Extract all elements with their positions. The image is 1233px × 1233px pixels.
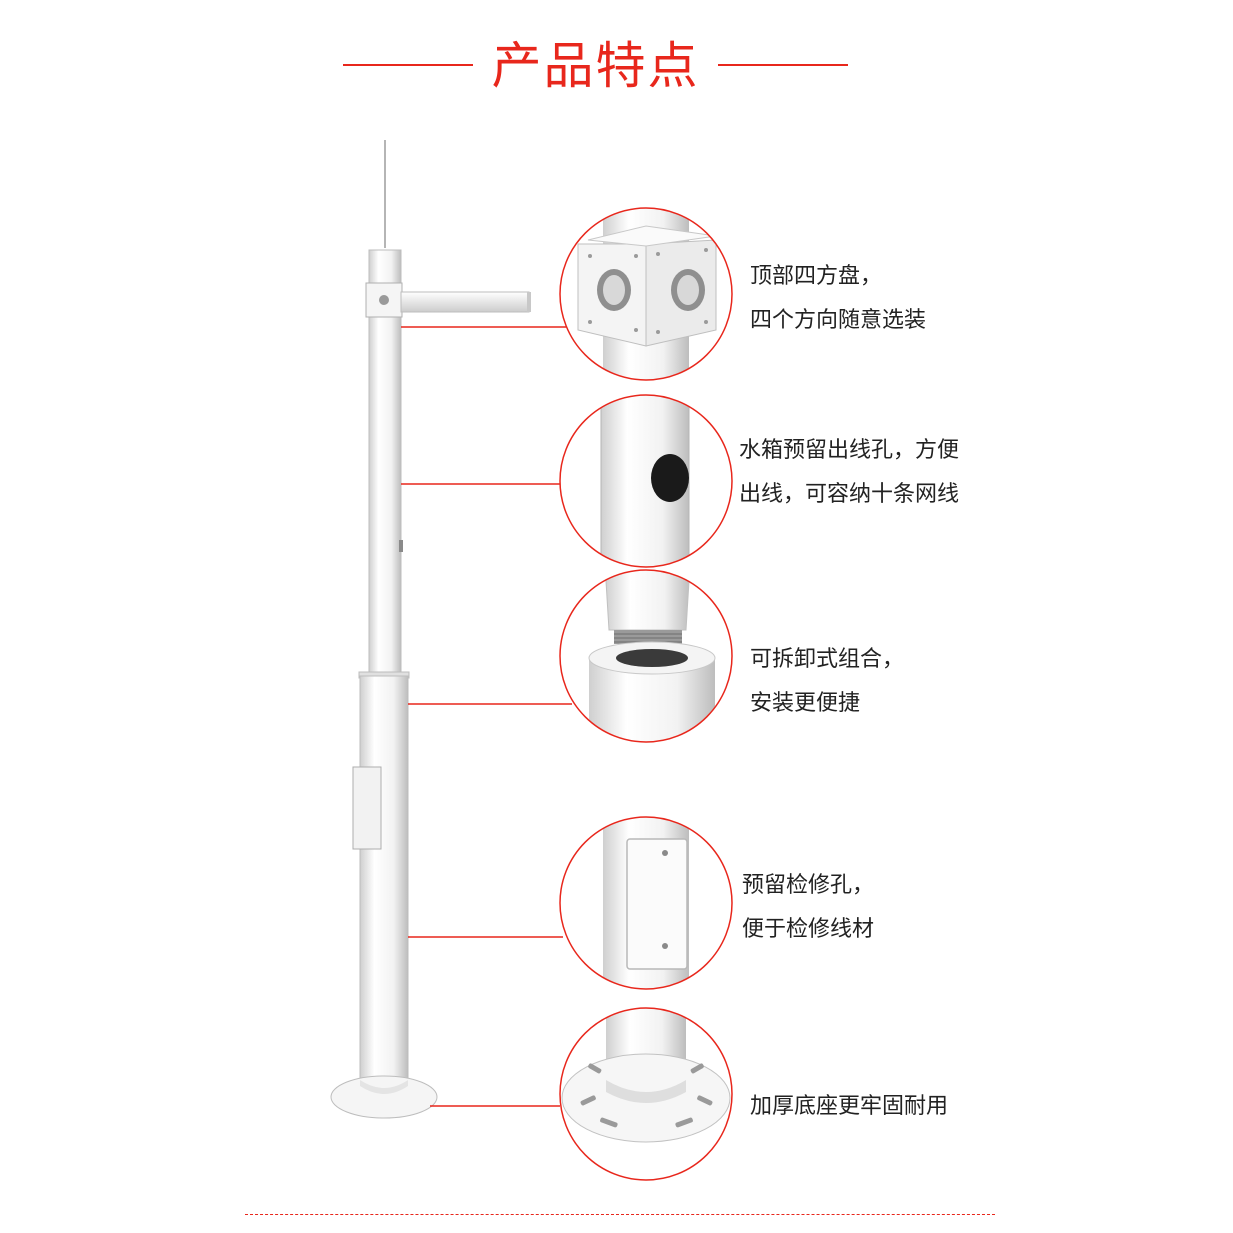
camera-pole [330,140,531,1119]
feature-line: 可拆卸式组合， [750,647,905,672]
inspection-cover-icon [626,838,688,970]
cable-hole-icon [651,454,689,502]
feature-text-top-plate: 顶部四方盘， 四个方向随意选装 [750,255,926,343]
feature-text-outlet-hole: 水箱预留出线孔，方便 出线，可容纳十条网线 [739,429,959,517]
base-slot-icon [675,1117,693,1128]
base-slot-icon [690,1063,704,1074]
base-slot-icon [580,1095,596,1106]
title-rule-left [343,64,473,66]
feature-text-base: 加厚底座更牢固耐用 [750,1085,948,1129]
detail-circle-top-plate [559,207,733,381]
joint-socket-icon [616,649,688,667]
feature-line: 水箱预留出线孔，方便 [739,438,960,463]
inspection-door [352,766,382,850]
arm-end-cap [527,292,531,312]
feature-line: 出线，可容纳十条网线 [739,482,960,507]
feature-text-joint: 可拆卸式组合， 安装更便捷 [750,638,904,726]
leader-lines [401,326,572,1107]
detail-circle-inspection-cover [559,816,733,990]
outlet-hole-icon [399,540,403,552]
base-flange [330,1075,438,1119]
feature-line: 四个方向随意选装 [750,308,927,333]
upper-pole [368,249,402,677]
feature-line: 顶部四方盘， [750,264,883,289]
base-slot-icon [600,1117,618,1128]
base-slot-icon [697,1095,713,1106]
base-shadow [360,1080,408,1094]
feature-line: 便于检修线材 [742,917,875,942]
detail-circle-outlet-hole [559,394,733,568]
bottom-divider [245,1214,995,1215]
base-slot-icon [588,1063,602,1074]
title-rule-right [718,64,848,66]
side-arm [400,291,530,313]
page-title: 产品特点 [491,37,700,95]
lower-pole [359,675,409,1081]
plate-hole-icon [379,295,389,305]
detail-circle-joint [559,569,733,743]
feature-line: 预留检修孔， [742,873,875,898]
feature-line: 加厚底座更牢固耐用 [750,1094,949,1119]
detail-circle-base [559,1007,733,1181]
feature-text-inspection: 预留检修孔， 便于检修线材 [742,864,874,952]
feature-line: 安装更便捷 [750,691,861,716]
